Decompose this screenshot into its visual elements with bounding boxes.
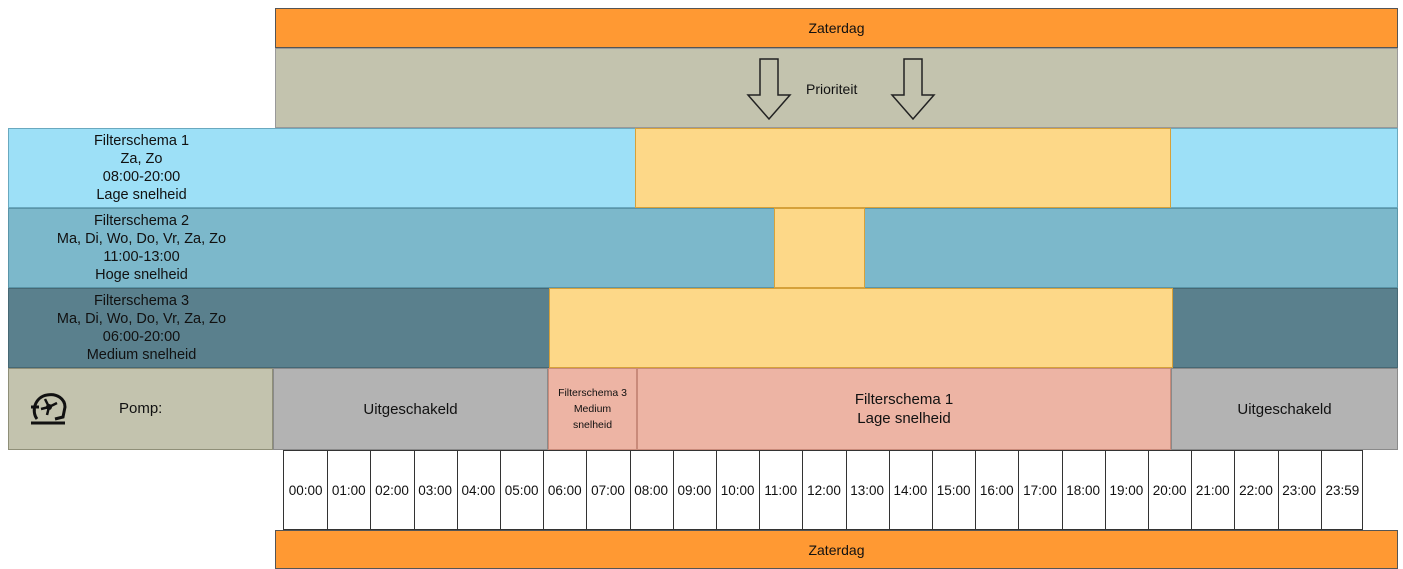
time-tick-divider	[975, 451, 977, 529]
time-tick-divider	[932, 451, 933, 529]
time-tick-divider	[802, 451, 804, 529]
time-tick-divider	[586, 451, 588, 529]
schedule-time: 11:00-13:00	[103, 249, 180, 265]
schedule-speed: Lage snelheid	[96, 187, 187, 203]
pump-segment-text: Filterschema 1	[854, 391, 954, 408]
time-tick-divider	[716, 451, 717, 529]
time-tick-divider	[888, 451, 890, 529]
time-tick-divider	[1061, 451, 1063, 529]
pump-segment-text: Filterschema 3	[558, 387, 627, 399]
time-tick-divider	[543, 451, 545, 529]
time-tick-label: 23:59	[1325, 482, 1360, 498]
pump-segment-off-morning: Uitgeschakeld	[273, 368, 548, 450]
priority-bar: Prioriteit	[275, 48, 1398, 128]
time-tick-label: 18:00	[1066, 482, 1101, 498]
time-tick-label: 19:00	[1109, 482, 1144, 498]
schedule-row-1: Filterschema 1 Za, Zo 08:00-20:00 Lage s…	[8, 128, 1398, 208]
time-tick-label: 17:00	[1023, 482, 1057, 498]
day-header-bottom: Zaterdag	[275, 530, 1398, 569]
pump-label: Pomp:	[119, 400, 163, 417]
schedule-3-label: Filterschema 3 Ma, Di, Wo, Do, Vr, Za, Z…	[9, 289, 274, 367]
pump-segment-text: snelheid	[572, 419, 613, 431]
time-tick-label: 05:00	[504, 482, 539, 498]
time-tick-label: 08:00	[634, 482, 669, 498]
time-tick-divider	[1148, 451, 1149, 529]
time-tick-label: 02:00	[375, 482, 409, 498]
schedule-row-2: Filterschema 2 Ma, Di, Wo, Do, Vr, Za, Z…	[8, 208, 1398, 288]
time-tick-label: 12:00	[807, 482, 841, 498]
day-label-bottom: Zaterdag	[808, 541, 865, 558]
pump-segment-off-evening: Uitgeschakeld	[1171, 368, 1398, 450]
time-tick-label: 14:00	[893, 482, 928, 498]
pump-segment-text: Medium	[573, 403, 612, 415]
time-tick-label: 20:00	[1152, 482, 1187, 498]
time-tick-label: 22:00	[1239, 482, 1273, 498]
time-tick-divider	[500, 451, 501, 529]
schedule-time: 06:00-20:00	[102, 329, 181, 345]
time-tick-divider	[1018, 451, 1020, 529]
pump-label-cell: Pomp:	[8, 368, 273, 450]
time-tick-label: 15:00	[936, 482, 971, 498]
time-tick-divider	[370, 451, 372, 529]
schedule-speed: Medium snelheid	[86, 347, 197, 363]
schedule-name: Filterschema 3	[93, 293, 190, 309]
time-tick-label: 21:00	[1195, 482, 1230, 498]
schedule-name: Filterschema 2	[93, 213, 190, 229]
schedule-days: Za, Zo	[120, 151, 163, 167]
schedule-1-label: Filterschema 1 Za, Zo 08:00-20:00 Lage s…	[9, 129, 274, 207]
time-tick-label: 16:00	[979, 482, 1014, 498]
schedule-days: Ma, Di, Wo, Do, Vr, Za, Zo	[56, 311, 227, 327]
schedule-time: 08:00-20:00	[102, 169, 181, 185]
schedule-speed: Hoge snelheid	[95, 267, 188, 283]
time-tick-label: 11:00	[764, 482, 798, 498]
schedule-row-3: Filterschema 3 Ma, Di, Wo, Do, Vr, Za, Z…	[8, 288, 1398, 368]
down-arrow-icon	[746, 58, 792, 121]
day-header-top: Zaterdag	[275, 8, 1398, 48]
time-tick-divider	[672, 451, 674, 529]
pump-segment-text: Uitgeschakeld	[1237, 400, 1332, 418]
time-tick-divider	[327, 451, 329, 529]
time-tick-divider	[456, 451, 458, 529]
time-tick-divider	[759, 451, 761, 529]
time-tick-divider	[1234, 451, 1236, 529]
pump-segment-filterschema-3: Filterschema 3 Medium snelheid	[548, 368, 637, 450]
time-tick-label: 06:00	[547, 482, 582, 498]
pump-segment-text: Lage snelheid	[857, 410, 951, 427]
time-tick-label: 09:00	[677, 482, 712, 498]
time-tick-label: 03:00	[418, 482, 453, 498]
pump-icon	[31, 393, 67, 425]
time-tick-divider	[1277, 451, 1279, 529]
time-tick-divider	[845, 451, 847, 529]
time-tick-label: 07:00	[591, 482, 625, 498]
time-tick-label: 01:00	[331, 482, 366, 498]
time-tick-divider	[629, 451, 631, 529]
pump-segment-filterschema-1: Filterschema 1 Lage snelheid	[637, 368, 1171, 450]
time-tick-divider	[1320, 451, 1322, 529]
time-tick-divider	[413, 451, 415, 529]
time-tick-divider	[1104, 451, 1106, 529]
priority-label: Prioriteit	[806, 81, 858, 97]
down-arrow-icon	[890, 58, 936, 121]
day-label-top: Zaterdag	[808, 20, 865, 36]
time-tick-label: 04:00	[461, 482, 496, 498]
time-axis: 00:00 01:00 02:00 03:00 04:00 05:00 06:00 07:00…	[283, 450, 1363, 530]
time-tick-divider	[1191, 451, 1193, 529]
schedule-name: Filterschema 1	[93, 133, 190, 149]
time-tick-label: 23:00	[1282, 482, 1317, 498]
schedule-3-active-block	[549, 288, 1173, 368]
schedule-2-active-block	[774, 208, 865, 288]
pump-segment-text: Uitgeschakeld	[363, 400, 458, 418]
time-tick-label: 13:00	[850, 482, 885, 498]
time-tick-label: 10:00	[720, 482, 755, 498]
schedule-1-active-block	[635, 128, 1171, 208]
schedule-2-label: Filterschema 2 Ma, Di, Wo, Do, Vr, Za, Z…	[9, 209, 274, 287]
time-tick-label: 00:00	[288, 482, 323, 498]
schedule-days: Ma, Di, Wo, Do, Vr, Za, Zo	[56, 231, 227, 247]
